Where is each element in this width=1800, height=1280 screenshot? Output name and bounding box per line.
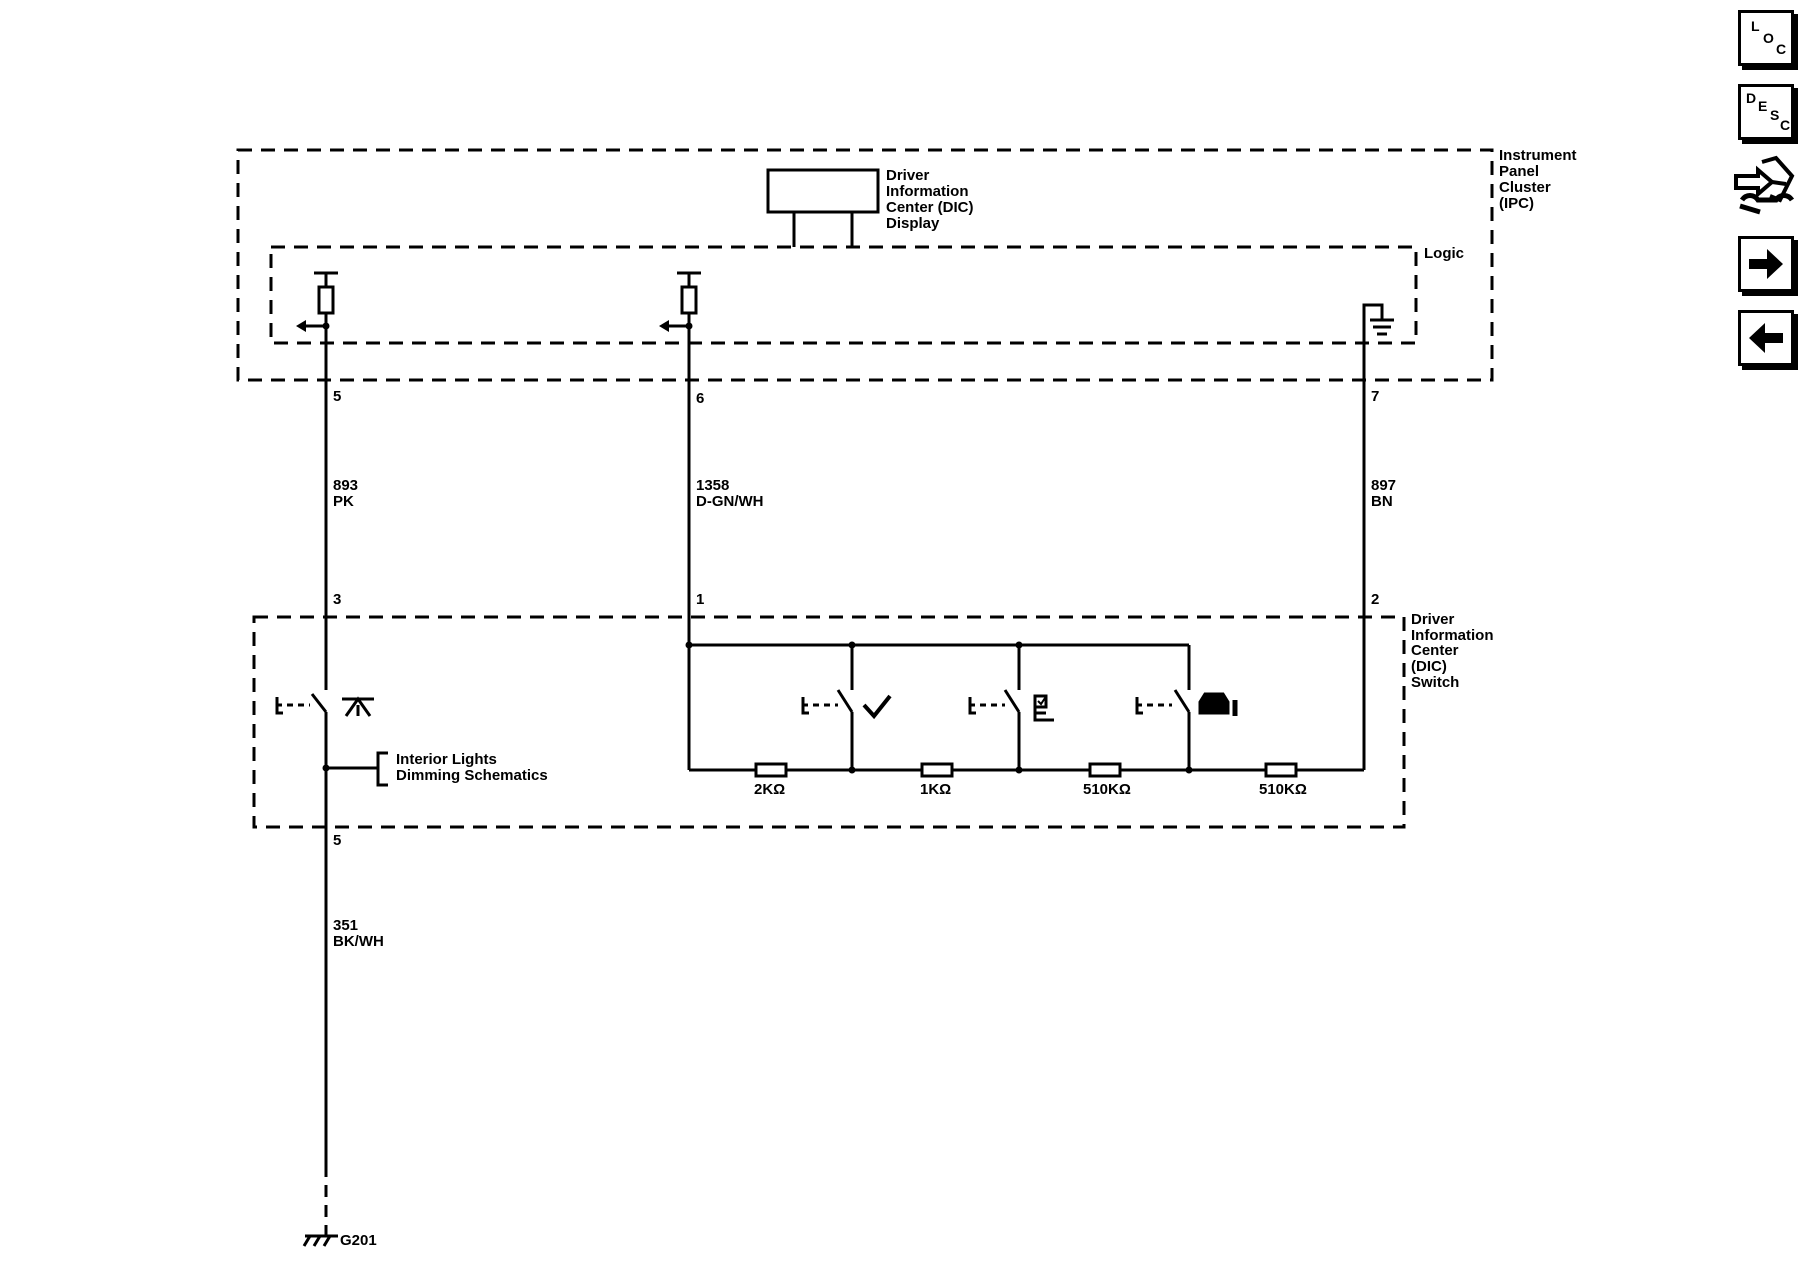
right-pin-top: 7 (1371, 388, 1379, 405)
resistor-label-4: 510KΩ (1259, 781, 1307, 798)
left-pin-bottom: 3 (333, 591, 341, 608)
ipc-label-2: Panel (1499, 163, 1539, 180)
desc-letter-e: E (1758, 98, 1768, 114)
dic-switch-label-5: Switch (1411, 674, 1459, 691)
ipc-label-1: Instrument (1499, 147, 1577, 164)
left-circuit-number: 893 (333, 477, 358, 494)
previous-button[interactable] (1738, 310, 1794, 366)
interior-lights-link-1[interactable]: Interior Lights (396, 751, 497, 768)
middle-pin-bottom: 1 (696, 591, 704, 608)
dic-switch-label-2: Information (1411, 627, 1494, 644)
trip-reset-icon (1033, 694, 1054, 722)
ipc-boundary (236, 148, 1494, 382)
arrow-left-icon (1749, 323, 1783, 353)
ground-symbol (302, 1225, 338, 1247)
arrow-right-icon (1749, 249, 1783, 279)
dic-switch-boundary (252, 615, 1406, 829)
desc-letter-c: C (1780, 117, 1791, 133)
dic-display-label-4: Display (886, 215, 940, 232)
desc-letter-d: D (1746, 90, 1757, 106)
ground-pin: 5 (333, 832, 341, 849)
dic-display-label-2: Information (886, 183, 969, 200)
dic-switch-label-4: (DIC) (1411, 658, 1447, 675)
loc-letter-c: C (1776, 41, 1787, 57)
dic-switch-label-3: Center (1411, 642, 1459, 659)
resistor-label-1: 2KΩ (754, 781, 785, 798)
right-wire-color: BN (1371, 493, 1393, 510)
description-button[interactable]: D E S C (1738, 84, 1794, 140)
resistor-label-3: 510KΩ (1083, 781, 1131, 798)
right-circuit-number: 897 (1371, 477, 1396, 494)
dimmer-icon (342, 696, 374, 717)
dic-display-label-3: Center (DIC) (886, 199, 974, 216)
middle-pin-top: 6 (696, 390, 704, 407)
loc-letter-l: L (1751, 18, 1760, 34)
left-wire-color: PK (333, 493, 354, 510)
logic-boundary (269, 245, 1418, 345)
vehicle-info-icon (1198, 692, 1238, 716)
middle-wire-color: D-GN/WH (696, 493, 764, 510)
left-pin-top: 5 (333, 388, 341, 405)
dic-switch-label-1: Driver (1411, 611, 1455, 628)
desc-letter-s: S (1770, 107, 1780, 123)
loc-letter-o: O (1763, 30, 1774, 46)
middle-circuit-number: 1358 (696, 477, 729, 494)
ipc-label-3: Cluster (1499, 179, 1551, 196)
ground-wire-color: BK/WH (333, 933, 384, 950)
dic-display-label-1: Driver (886, 167, 930, 184)
resistor-label-2: 1KΩ (920, 781, 951, 798)
location-button[interactable]: L O C (1738, 10, 1794, 66)
interior-lights-link-2[interactable]: Dimming Schematics (396, 767, 548, 784)
right-pin-bottom: 2 (1371, 591, 1379, 608)
next-button[interactable] (1738, 236, 1794, 292)
logic-label: Logic (1424, 245, 1464, 262)
ground-circuit-number: 351 (333, 917, 358, 934)
checkmark-icon (862, 694, 892, 720)
ipc-label-4: (IPC) (1499, 195, 1534, 212)
ground-id: G201 (340, 1232, 377, 1249)
connector-end-view-icon[interactable] (1732, 154, 1796, 218)
dic-display-box (766, 168, 880, 214)
